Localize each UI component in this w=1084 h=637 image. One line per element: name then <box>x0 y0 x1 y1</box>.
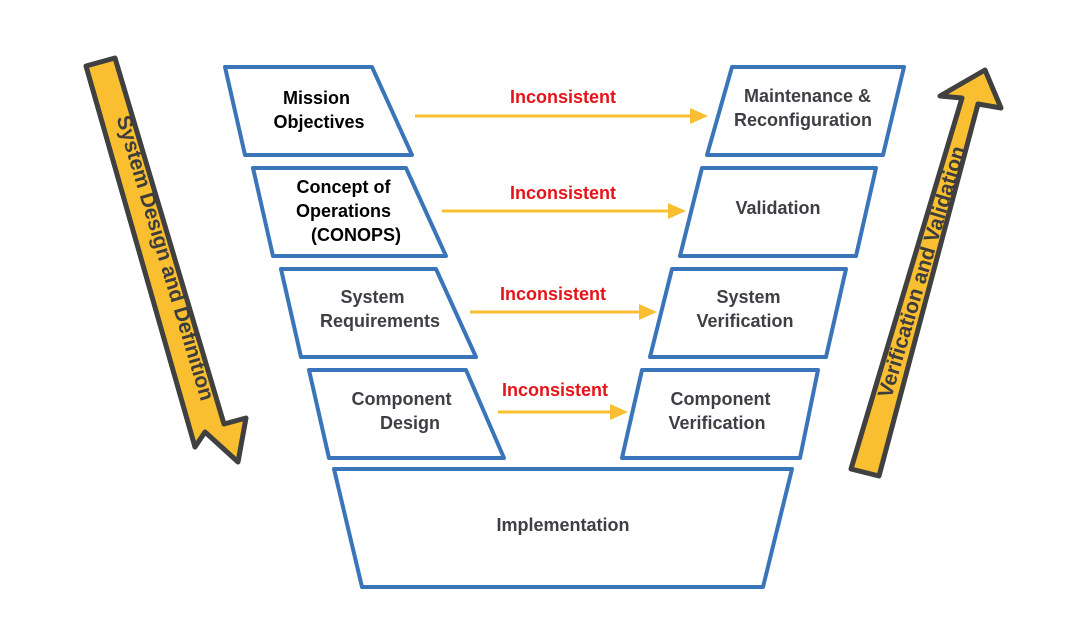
phase-label-line: Component <box>352 389 452 409</box>
link-arrow-head <box>668 203 686 219</box>
phase-label-line: Verification <box>696 311 793 331</box>
link-requirements-to-system-verification: Inconsistent <box>470 284 657 320</box>
link-conops-to-validation: Inconsistent <box>442 183 686 219</box>
phase-box <box>251 166 448 258</box>
phase-label-line: Verification <box>668 413 765 433</box>
left-side-label: System Design and Definition <box>112 113 219 404</box>
phase-box <box>223 65 414 157</box>
phase-label: System Verification <box>696 287 793 331</box>
right-phase-validation: Validation <box>678 166 878 258</box>
phase-label-line: Mission <box>283 88 350 108</box>
phase-label: Maintenance & Reconfiguration <box>734 86 876 130</box>
left-phase-system-requirements: System Requirements <box>279 267 478 359</box>
phase-label-line: Objectives <box>273 112 364 132</box>
phase-label-line: Maintenance & <box>744 86 871 106</box>
phase-label-line: Validation <box>735 198 820 218</box>
link-arrow-head <box>639 304 657 320</box>
left-phase-concept-of-operations: Concept of Operations (CONOPS) <box>251 166 448 258</box>
right-phase-component-verification: Component Verification <box>620 368 820 460</box>
phase-label-line: (CONOPS) <box>311 225 401 245</box>
inconsistent-label: Inconsistent <box>510 183 616 203</box>
left-phase-component-design: Component Design <box>307 368 506 460</box>
left-side-arrow: System Design and Definition <box>83 55 249 465</box>
phase-label: Component Verification <box>668 389 775 433</box>
phase-label: Validation <box>735 198 820 218</box>
phase-label: Implementation <box>496 515 629 535</box>
left-phase-mission-objectives: Mission Objectives <box>223 65 414 157</box>
phase-label: Concept of Operations (CONOPS) <box>296 177 401 245</box>
right-side-label: Verification and Validation <box>874 143 970 400</box>
phase-label-line: Design <box>380 413 440 433</box>
link-mission-to-maintenance: Inconsistent <box>415 87 708 124</box>
phase-box <box>332 467 794 589</box>
phase-box <box>705 65 906 157</box>
phase-box <box>620 368 820 460</box>
link-design-to-component-verification: Inconsistent <box>498 380 628 420</box>
phase-label-line: Requirements <box>320 311 440 331</box>
phase-box <box>307 368 506 460</box>
phase-box <box>648 267 848 359</box>
phase-label-line: Operations <box>296 201 391 221</box>
bottom-phase-implementation: Implementation <box>332 467 794 589</box>
link-arrow-head <box>610 404 628 420</box>
inconsistent-label: Inconsistent <box>510 87 616 107</box>
inconsistent-label: Inconsistent <box>502 380 608 400</box>
right-phase-maintenance: Maintenance & Reconfiguration <box>705 65 906 157</box>
phase-label-line: System <box>340 287 404 307</box>
right-phase-system-verification: System Verification <box>648 267 848 359</box>
phase-label: System Requirements <box>320 287 440 331</box>
phase-label-line: Reconfiguration <box>734 110 872 130</box>
right-side-arrow-shape <box>848 67 1004 479</box>
phase-label-line: Component <box>671 389 771 409</box>
phase-label-line: System <box>716 287 780 307</box>
phase-box <box>678 166 878 258</box>
phase-label: Component Design <box>352 389 457 433</box>
phase-label: Mission Objectives <box>273 88 364 132</box>
inconsistent-label: Inconsistent <box>500 284 606 304</box>
phase-label-line: Implementation <box>496 515 629 535</box>
left-side-arrow-shape <box>83 55 249 465</box>
phase-label-line: Concept of <box>296 177 391 197</box>
phase-box <box>279 267 478 359</box>
link-arrow-head <box>690 108 708 124</box>
